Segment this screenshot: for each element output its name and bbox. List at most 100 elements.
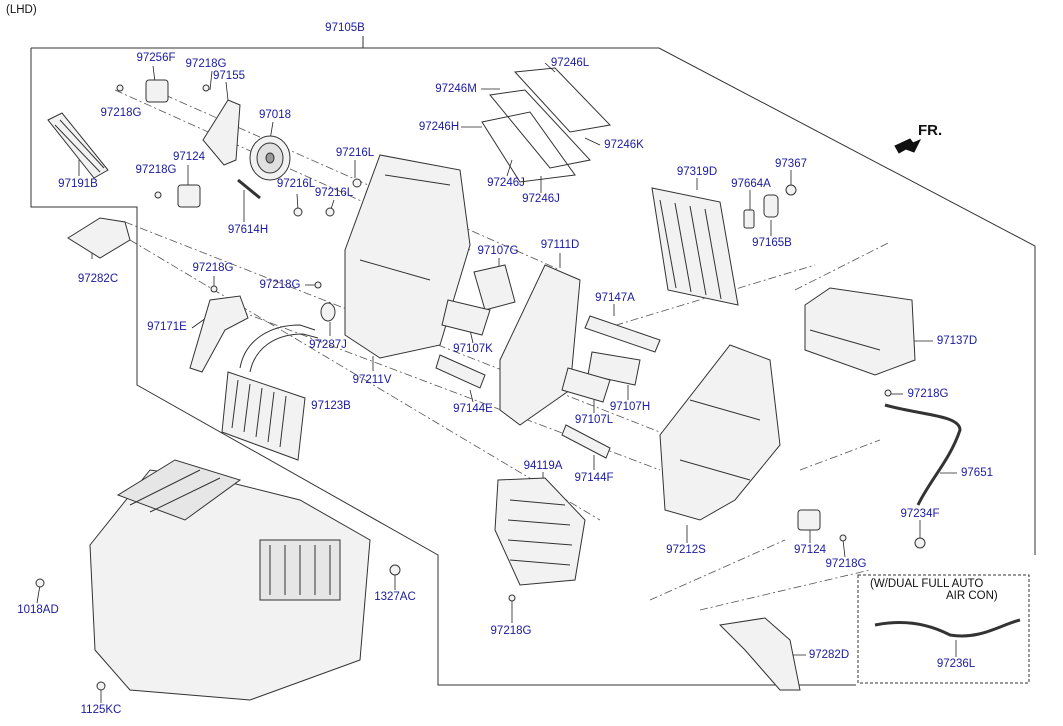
part-label-97246L[interactable]: 97246L [550,57,590,69]
bolt-part [202,84,210,92]
bolt-part [35,578,45,588]
part-label-97018[interactable]: 97018 [259,109,291,121]
part-label-97218G-mid[interactable]: 97218G [135,164,177,176]
part-label-97246M[interactable]: 97246M [435,83,477,95]
part-label-97165B[interactable]: 97165B [752,237,792,249]
inset-note-line2: AIR CON) [946,590,998,602]
part-label-97144F[interactable]: 97144F [574,472,614,484]
dual-auto-inset [857,574,1030,684]
bolt-part [154,191,162,199]
bolt-part [314,281,322,289]
bracket-part [202,99,241,166]
door-part [587,351,641,386]
hose-part [874,618,1021,638]
part-label-97236L[interactable]: 97236L [936,658,976,670]
door-part [561,367,611,403]
part-label-1327AC[interactable]: 1327AC [374,591,416,603]
drain-hose-part [884,403,962,506]
part-label-97107G[interactable]: 97107G [477,245,519,257]
part-label-97212S[interactable]: 97212S [666,544,706,556]
part-label-1125KC[interactable]: 1125KC [80,704,122,716]
bolt-part [884,389,892,397]
evaporator-part [651,187,739,306]
door-part [473,264,516,311]
part-label-97218G-c[interactable]: 97218G [259,279,301,291]
housing-part [344,154,471,359]
hvac-assembly-part [89,459,371,701]
bolt-part [839,534,847,542]
part-label-94119A[interactable]: 94119A [523,460,563,472]
part-label-1018AD[interactable]: 1018AD [17,604,59,616]
part-label-97282D[interactable]: 97282D [808,649,850,661]
assembly-number-label[interactable]: 97105B [325,22,365,34]
part-label-97664A[interactable]: 97664A [731,178,771,190]
part-label-97246H[interactable]: 97246H [418,121,460,133]
part-label-97218G-low[interactable]: 97218G [825,558,867,570]
part-label-97107K[interactable]: 97107K [453,343,493,355]
front-direction-label: FR. [918,122,943,139]
part-label-97155[interactable]: 97155 [213,70,245,82]
part-label-97171E[interactable]: 97171E [147,321,187,333]
part-label-97319D[interactable]: 97319D [676,166,718,178]
part-label-97234F[interactable]: 97234F [900,508,940,520]
part-label-97218G-left[interactable]: 97218G [100,107,142,119]
part-label-97124-top[interactable]: 97124 [173,151,205,163]
part-label-97137D[interactable]: 97137D [936,335,978,347]
part-label-97144E[interactable]: 97144E [453,403,493,415]
grommet-part [743,209,755,229]
blower-fan-part [249,135,291,181]
bolt-part [210,285,218,293]
door-part [584,315,661,353]
actuator-part [797,509,821,531]
air-filter-part [47,112,109,179]
part-label-97282C[interactable]: 97282C [77,273,119,285]
duct-part [718,617,801,691]
heater-core-part [221,324,319,461]
part-label-97256F[interactable]: 97256F [136,52,176,64]
part-label-97191B[interactable]: 97191B [58,178,98,190]
variant-label: (LHD) [6,4,37,16]
inset-note-line1: (W/DUAL FULL AUTO [870,578,984,590]
actuator-part [145,79,169,103]
seal-part [320,302,336,322]
bolt-part [508,594,516,602]
bolt-part [96,681,106,691]
assembly-outline [31,47,1036,555]
part-label-97218G-top[interactable]: 97218G [185,58,227,70]
front-arrow-icon [894,138,922,154]
main-housing-part [659,344,781,521]
bolt-part [116,84,124,92]
part-label-97107H[interactable]: 97107H [609,401,651,413]
part-label-97107L[interactable]: 97107L [574,414,614,426]
actuator-part [177,184,201,208]
part-label-97246J-b[interactable]: 97246J [522,193,560,205]
duct-part [67,217,131,259]
part-label-97287J[interactable]: 97287J [309,339,347,351]
part-label-97216L-a[interactable]: 97216L [335,147,375,159]
clip-part [785,184,797,196]
part-label-97216L-b[interactable]: 97216L [276,178,316,190]
part-label-97123B[interactable]: 97123B [311,400,351,412]
bracket-part [189,295,249,373]
part-label-97147A[interactable]: 97147A [595,292,635,304]
part-label-97218G-bottom[interactable]: 97218G [490,625,532,637]
part-label-97124-low[interactable]: 97124 [794,544,826,556]
door-part [441,299,491,336]
part-label-97216L-c[interactable]: 97216L [314,187,354,199]
gasket-part [763,194,779,218]
nut-part [352,178,362,188]
part-label-97218G-b[interactable]: 97218G [192,262,234,274]
part-label-97614H[interactable]: 97614H [227,224,269,236]
part-label-97111D[interactable]: 97111D [540,239,580,251]
door-part [435,354,486,389]
part-label-97211V[interactable]: 97211V [352,374,392,386]
part-label-97651[interactable]: 97651 [961,467,993,479]
bolt-part [389,564,401,576]
part-label-97246K[interactable]: 97246K [604,139,644,151]
part-label-97218G-r[interactable]: 97218G [907,388,949,400]
part-label-97367[interactable]: 97367 [775,158,807,170]
part-label-97246J-a[interactable]: 97246J [487,177,525,189]
duct-grille-part [494,477,586,586]
